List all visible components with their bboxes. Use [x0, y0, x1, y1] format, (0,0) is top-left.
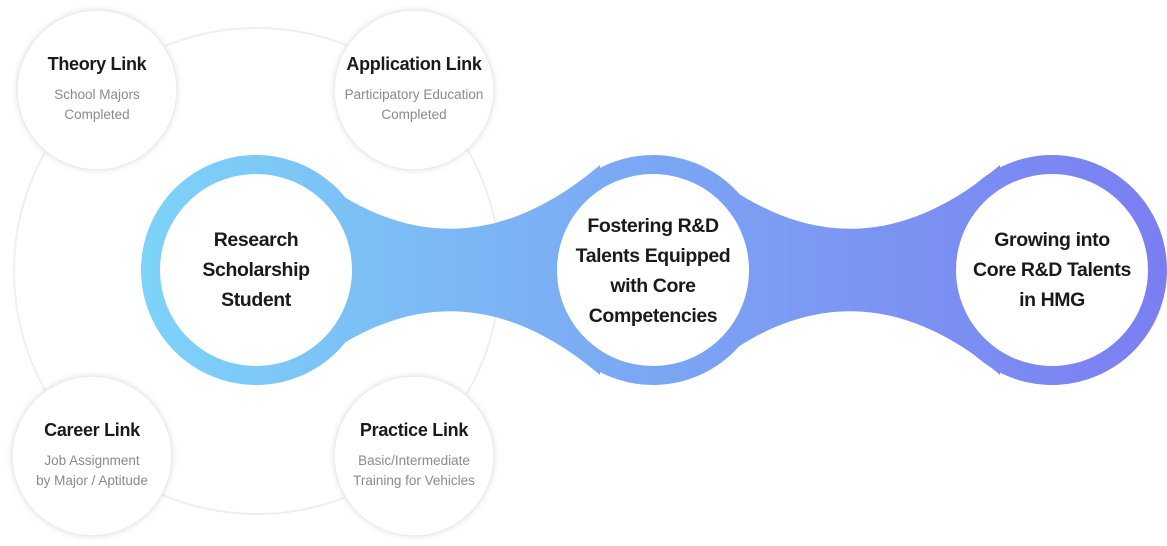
- application-link-desc-line1: Participatory Education: [344, 87, 484, 102]
- stage-research-line2: Scholarship: [202, 259, 310, 281]
- theory-link-desc: School Majors Completed: [17, 85, 177, 125]
- theory-link-title: Theory Link: [47, 54, 147, 74]
- application-link-circle: [333, 9, 495, 171]
- stage-fostering-label: Fostering R&D Talents Equipped with Core…: [563, 211, 743, 331]
- theory-link-desc-line2: Completed: [64, 107, 130, 122]
- stage-fostering-line3: with Core: [610, 275, 696, 297]
- theory-link-circle: [16, 9, 178, 171]
- stage-growing-line1: Growing into: [994, 229, 1110, 251]
- career-link-desc: Job Assignment by Major / Aptitude: [12, 451, 172, 491]
- chain-connector-2: [700, 165, 1000, 375]
- career-link-desc-line2: by Major / Aptitude: [36, 473, 148, 488]
- stage-growing-label: Growing into Core R&D Talents in HMG: [962, 225, 1142, 315]
- practice-link: Practice Link Basic/Intermediate Trainin…: [334, 420, 494, 491]
- stage-research-line3: Student: [221, 289, 291, 311]
- application-link: Application Link Participatory Education…: [329, 54, 499, 125]
- practice-link-desc-line1: Basic/Intermediate: [358, 453, 470, 468]
- stage-fostering-line1: Fostering R&D: [587, 215, 719, 237]
- application-link-desc: Participatory Education Completed: [329, 85, 499, 125]
- theory-link-desc-line1: School Majors: [54, 87, 140, 102]
- application-link-desc-line2: Completed: [381, 107, 447, 122]
- career-link: Career Link Job Assignment by Major / Ap…: [12, 420, 172, 491]
- stage-research-label: Research Scholarship Student: [171, 225, 341, 315]
- stage-disc-research: [160, 174, 352, 366]
- practice-link-title: Practice Link: [359, 420, 469, 440]
- practice-link-desc-line2: Training for Vehicles: [353, 473, 475, 488]
- career-link-circle: [11, 375, 173, 537]
- stage-research-line1: Research: [213, 229, 299, 251]
- link-nodes: [11, 9, 495, 537]
- stage-fostering-line2: Talents Equipped: [575, 245, 731, 267]
- stage-growing-line3: in HMG: [1019, 289, 1085, 311]
- career-link-desc-line1: Job Assignment: [44, 453, 140, 468]
- practice-link-circle: [333, 375, 495, 537]
- stage-disc-fostering: [557, 174, 749, 366]
- stage-fostering-line4: Competencies: [588, 305, 718, 327]
- theory-link: Theory Link School Majors Completed: [17, 54, 177, 125]
- chain-connector-1: [300, 165, 600, 375]
- career-link-title: Career Link: [44, 420, 140, 440]
- stage-disc-growing: [956, 174, 1148, 366]
- stage-growing-line2: Core R&D Talents: [973, 259, 1131, 281]
- practice-link-desc: Basic/Intermediate Training for Vehicles: [334, 451, 494, 491]
- application-link-title: Application Link: [346, 54, 482, 74]
